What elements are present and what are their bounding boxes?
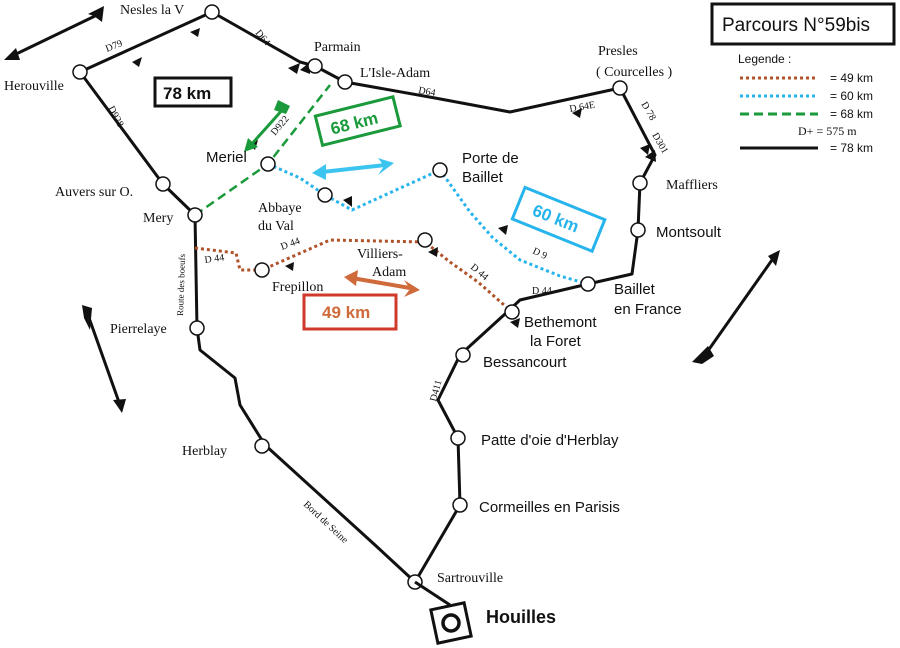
distance-box-78: 78 km (153, 76, 233, 108)
node-parmain (307, 58, 323, 74)
road-d44-c: D 44 (468, 262, 490, 283)
town-mery: Mery (143, 211, 173, 226)
town-nesles: Nesles la V (120, 3, 184, 18)
road-d928: D928 (105, 104, 125, 129)
town-bessancourt: Bessancourt (483, 354, 567, 371)
legend-label-78: = 78 km (830, 141, 873, 155)
arrow-northwest-icon (4, 6, 104, 60)
town-presles: Presles (598, 44, 638, 59)
town-pierrelaye: Pierrelaye (110, 322, 167, 337)
node-mery (187, 207, 203, 223)
road-d44-a: D 44 (204, 252, 225, 266)
node-herouville (72, 64, 88, 80)
svg-text:78 km: 78 km (163, 84, 211, 103)
legend-heading: Legende : (738, 52, 791, 66)
node-patte (450, 430, 466, 446)
route-60-line (267, 162, 589, 286)
route-78-line (78, 10, 657, 584)
town-frepillon: Frepillon (272, 280, 323, 295)
node-frepillon (254, 262, 270, 278)
road-d44-b: D 44 (279, 236, 301, 253)
town-abbaye-2: du Val (258, 219, 294, 234)
node-auvers (155, 176, 171, 192)
legend-label-68: = 68 km (830, 107, 873, 121)
node-bessancourt (455, 347, 471, 363)
town-montsoult: Montsoult (656, 224, 722, 241)
town-porte-baillet-2: Baillet (462, 169, 504, 186)
legend-label-60: = 60 km (830, 89, 873, 103)
start-label: Houilles (486, 607, 556, 627)
town-porte-baillet: Porte de (462, 150, 519, 167)
town-cormeilles: Cormeilles en Parisis (479, 499, 620, 516)
node-montsoult (630, 222, 646, 238)
node-presles (612, 80, 628, 96)
node-bethemont (504, 304, 520, 320)
node-maffliers (632, 175, 648, 191)
road-d64-b: D64 (417, 85, 436, 99)
road-d64e: D 64E (569, 100, 596, 115)
town-parmain: Parmain (314, 40, 361, 55)
town-meriel: Meriel (206, 149, 247, 166)
distance-box-60: 60 km (510, 185, 607, 254)
town-auvers: Auvers sur O. (55, 185, 133, 200)
svg-text:49 km: 49 km (322, 303, 370, 322)
legend-label-49: = 49 km (830, 71, 873, 85)
town-villiers-2: Adam (372, 265, 406, 280)
town-isle-adam: L'Isle-Adam (360, 66, 430, 81)
road-d78: D 78 (638, 100, 657, 123)
arrow-68-icon (244, 100, 290, 152)
arrow-49-icon (344, 270, 420, 297)
town-villiers: Villiers- (357, 247, 403, 262)
arrow-southeast-icon (82, 305, 126, 413)
node-villiers (417, 232, 433, 248)
town-nodes (72, 4, 648, 590)
town-bethemont-2: la Foret (530, 333, 582, 350)
road-route-boeufs: Route des boeufs (175, 253, 187, 316)
legend-elevation: D+ = 575 m (798, 124, 857, 138)
town-labels: Nesles la V Parmain L'Isle-Adam Presles … (4, 3, 722, 586)
node-isle-adam (337, 74, 353, 90)
road-d9: D 9 (531, 246, 549, 262)
distance-box-68: 68 km (313, 94, 403, 148)
node-meriel (260, 156, 276, 172)
road-bord-seine: Bord de Seine (301, 499, 350, 546)
start-marker-icon (414, 580, 473, 645)
node-porte-baillet (432, 162, 448, 178)
distance-box-49: 49 km (302, 293, 398, 331)
arrow-60-icon (312, 158, 394, 180)
road-d411: D411 (428, 379, 444, 403)
arrow-northeast-icon (692, 250, 780, 364)
node-pierrelaye (189, 320, 205, 336)
town-baillet: Baillet (614, 281, 656, 298)
town-abbaye: Abbaye (258, 201, 302, 216)
town-patte: Patte d'oie d'Herblay (481, 432, 619, 449)
town-maffliers: Maffliers (666, 178, 718, 193)
legend: Legende : = 49 km = 60 km = 68 km D+ = 5… (738, 52, 873, 155)
map-title: Parcours N°59bis (722, 15, 870, 36)
town-herblay: Herblay (182, 444, 227, 459)
town-presles-2: ( Courcelles ) (596, 65, 673, 80)
title-box (710, 2, 896, 46)
town-baillet-2: en France (614, 301, 682, 318)
town-sartrouville: Sartrouville (437, 571, 503, 586)
node-abbaye (317, 187, 333, 203)
node-nesles (204, 4, 220, 20)
road-d44-d: D 44 (532, 286, 552, 297)
town-herouville: Herouville (4, 79, 64, 94)
town-bethemont: Bethemont (524, 314, 597, 331)
road-d922: D922 (269, 114, 292, 138)
node-baillet (580, 276, 596, 292)
node-herblay (254, 438, 270, 454)
node-cormeilles (452, 497, 468, 513)
